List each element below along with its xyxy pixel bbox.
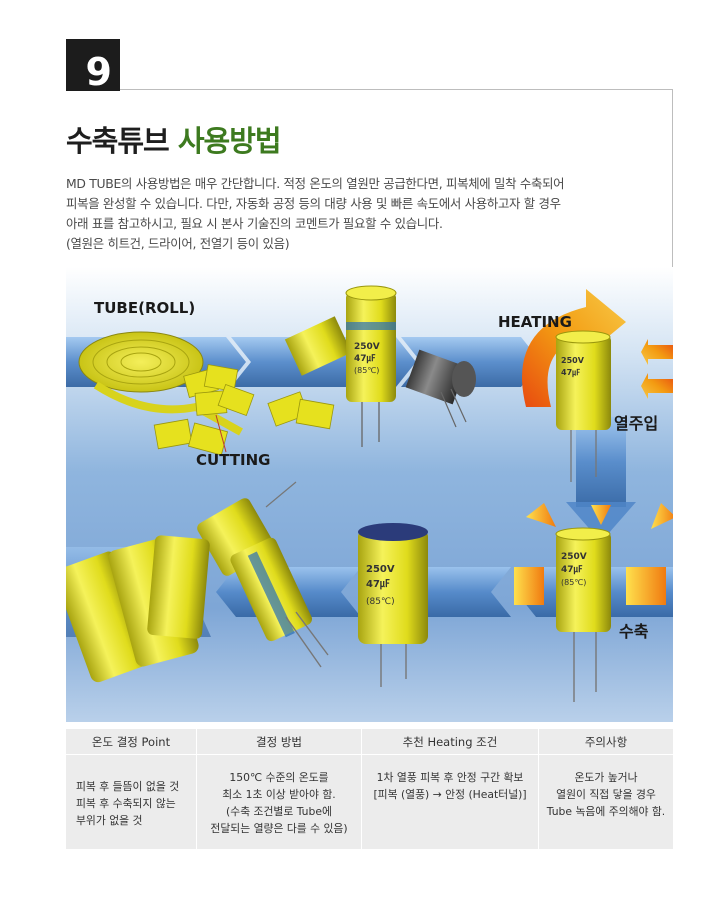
svg-text:(85℃): (85℃) (561, 578, 586, 587)
heating-conditions-table: 온도 결정 Point 결정 방법 추천 Heating 조건 주의사항 피복 … (66, 729, 673, 849)
finished-capacitor-middle: 250V 47㎌ (85℃) (358, 523, 428, 687)
svg-text:250V: 250V (561, 356, 585, 365)
frame-line-right (672, 89, 673, 267)
table-cell: 피복 후 들뜸이 없을 것 피복 후 수축되지 않는 부위가 없을 것 (66, 755, 197, 849)
shrink-capacitor: 250V 47㎌ (85℃) (514, 503, 673, 702)
table-cell: 150℃ 수준의 온도를 최소 1초 이상 받아야 함. (수축 조건별로 Tu… (197, 755, 362, 849)
svg-text:250V: 250V (354, 342, 380, 352)
table-header: 결정 방법 (197, 729, 362, 755)
intro-paragraph: MD TUBE의 사용방법은 매우 간단합니다. 적정 온도의 열원만 공급한다… (66, 174, 666, 254)
svg-text:250V: 250V (366, 564, 395, 575)
label-heat-input: 열주입 (614, 414, 658, 433)
label-shrink: 수축 (619, 622, 649, 641)
label-heating: HEATING (498, 313, 572, 331)
table-cell: 1차 열풍 피복 후 안정 구간 확보 [피복 (열풍) → 안정 (Heat터… (362, 755, 539, 849)
label-cutting: CUTTING (196, 451, 270, 469)
finished-capacitor-pile (66, 481, 329, 683)
tube-roll-image (78, 331, 243, 436)
intro-line: (열원은 히트건, 드라이어, 전열기 등이 있음) (66, 236, 290, 251)
svg-text:47㎌: 47㎌ (354, 353, 376, 364)
heating-capacitor: 250V 47㎌ (522, 289, 673, 482)
page-title: 수축튜브 사용방법 (66, 118, 282, 160)
intro-line: MD TUBE의 사용방법은 매우 간단합니다. 적정 온도의 열원만 공급한다… (66, 176, 565, 191)
frame-line-top (120, 89, 673, 90)
table-cell: 온도가 높거나 열원이 직접 닿을 경우 Tube 녹음에 주의해야 함. (546, 771, 666, 818)
chapter-number: 9 (66, 39, 120, 91)
intro-line: 피복을 완성할 수 있습니다. 다만, 자동화 공정 등의 대량 사용 및 빠른… (66, 196, 561, 211)
title-part-2: 사용방법 (177, 124, 282, 158)
capacitor-group-top: 250V 47㎌ (85℃) (284, 285, 476, 447)
intro-line: 아래 표를 참고하시고, 필요 시 본사 기술진의 코멘트가 필요할 수 있습니… (66, 216, 443, 231)
cutting-line (215, 414, 227, 453)
cut-sleeves-image (153, 364, 335, 456)
svg-text:47㎌: 47㎌ (561, 368, 580, 378)
svg-text:(85℃): (85℃) (366, 597, 395, 607)
svg-text:47㎌: 47㎌ (561, 564, 583, 575)
svg-text:(85℃): (85℃) (354, 366, 379, 375)
table-header: 주의사항 (539, 729, 673, 755)
label-tube-roll: TUBE(ROLL) (94, 299, 195, 317)
table-header: 추천 Heating 조건 (362, 729, 539, 755)
svg-text:47㎌: 47㎌ (366, 578, 390, 590)
table-header: 온도 결정 Point (66, 729, 197, 755)
svg-text:250V: 250V (561, 552, 587, 562)
usage-illustration: 250V 47㎌ (85℃) 250V 47㎌ 250V 47㎌ (85℃) (66, 267, 673, 722)
title-part-1: 수축튜브 (66, 124, 170, 158)
